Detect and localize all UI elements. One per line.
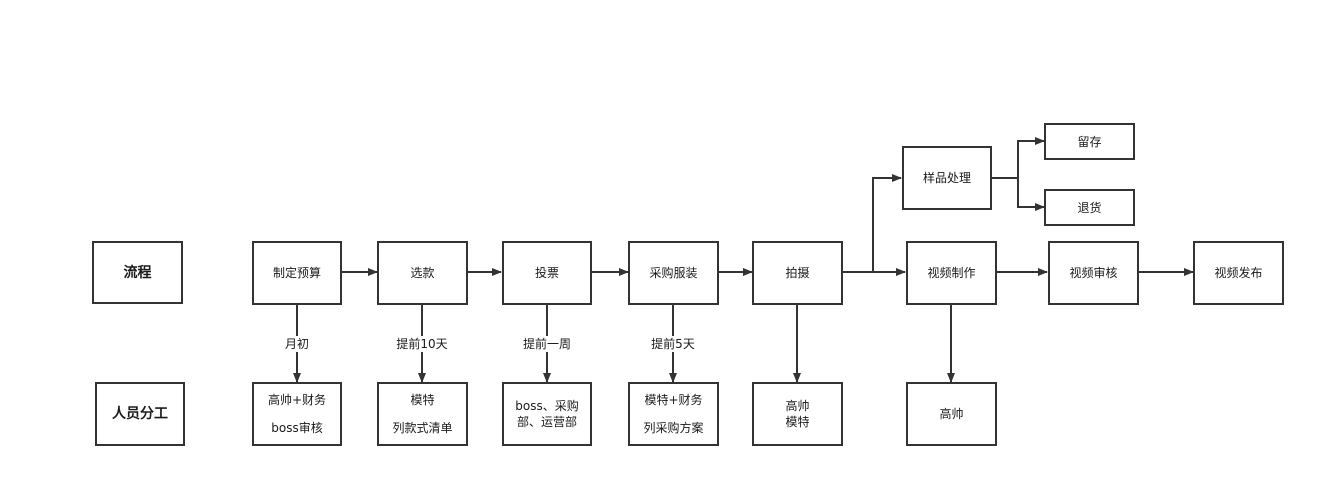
staff-shoot: 高帅 模特 [752,382,843,446]
step-video-review-label: 视频审核 [1069,266,1118,280]
staff-purchase-line2: 列采购方案 [643,421,704,435]
staff-purchase-line1: 模特+财务 [644,393,703,407]
staff-shoot-line1: 高帅 [785,399,810,413]
staff-video: 高帅 [906,382,997,446]
step-select-label: 选款 [410,266,435,280]
staff-budget: 高帅+财务 boss审核 [252,382,342,446]
step-return: 退货 [1044,189,1135,226]
step-select: 选款 [377,241,468,305]
step-video-make: 视频制作 [906,241,997,305]
arrow-sample-keep [1017,137,1045,178]
step-sample-label: 样品处理 [922,171,971,185]
staff-shoot-line2: 模特 [785,415,810,429]
staff-select-line1: 模特 [410,393,435,407]
staff-video-line1: 高帅 [939,407,964,421]
step-vote: 投票 [502,241,592,305]
step-budget: 制定预算 [252,241,342,305]
timing-budget: 月初 [282,336,312,352]
step-budget-label: 制定预算 [272,266,321,280]
staff-vote: boss、采购 部、运营部 [502,382,592,446]
step-return-label: 退货 [1077,200,1102,215]
step-shoot: 拍摄 [752,241,843,305]
step-shoot-label: 拍摄 [785,266,810,280]
step-video-publish-label: 视频发布 [1214,266,1263,280]
staff-vote-line2: 部、运营部 [516,415,577,429]
step-video-review: 视频审核 [1048,241,1139,305]
timing-select: 提前10天 [394,336,450,352]
staff-select: 模特 列款式清单 [377,382,468,446]
timing-vote: 提前一周 [520,336,574,352]
step-video-publish: 视频发布 [1193,241,1284,305]
arrow-sample-return [1017,178,1045,211]
arrow-shoot-sample [872,174,902,272]
row-label-staff: 人员分工 [95,382,185,446]
staff-budget-line1: 高帅+财务 [267,393,327,407]
step-purchase-label: 采购服装 [649,266,698,280]
step-keep-label: 留存 [1077,134,1102,149]
timing-purchase: 提前5天 [649,336,697,352]
staff-select-line2: 列款式清单 [392,421,453,435]
staff-purchase: 模特+财务 列采购方案 [628,382,719,446]
step-keep: 留存 [1044,123,1135,160]
row-label-staff-text: 人员分工 [112,406,168,422]
row-label-process: 流程 [92,241,183,304]
step-purchase: 采购服装 [628,241,719,305]
staff-vote-line1: boss、采购 [515,399,579,413]
step-vote-label: 投票 [534,266,559,280]
row-label-process-text: 流程 [123,264,152,281]
step-video-make-label: 视频制作 [927,266,976,280]
step-sample: 样品处理 [902,146,992,210]
staff-budget-line2: boss审核 [271,421,323,435]
